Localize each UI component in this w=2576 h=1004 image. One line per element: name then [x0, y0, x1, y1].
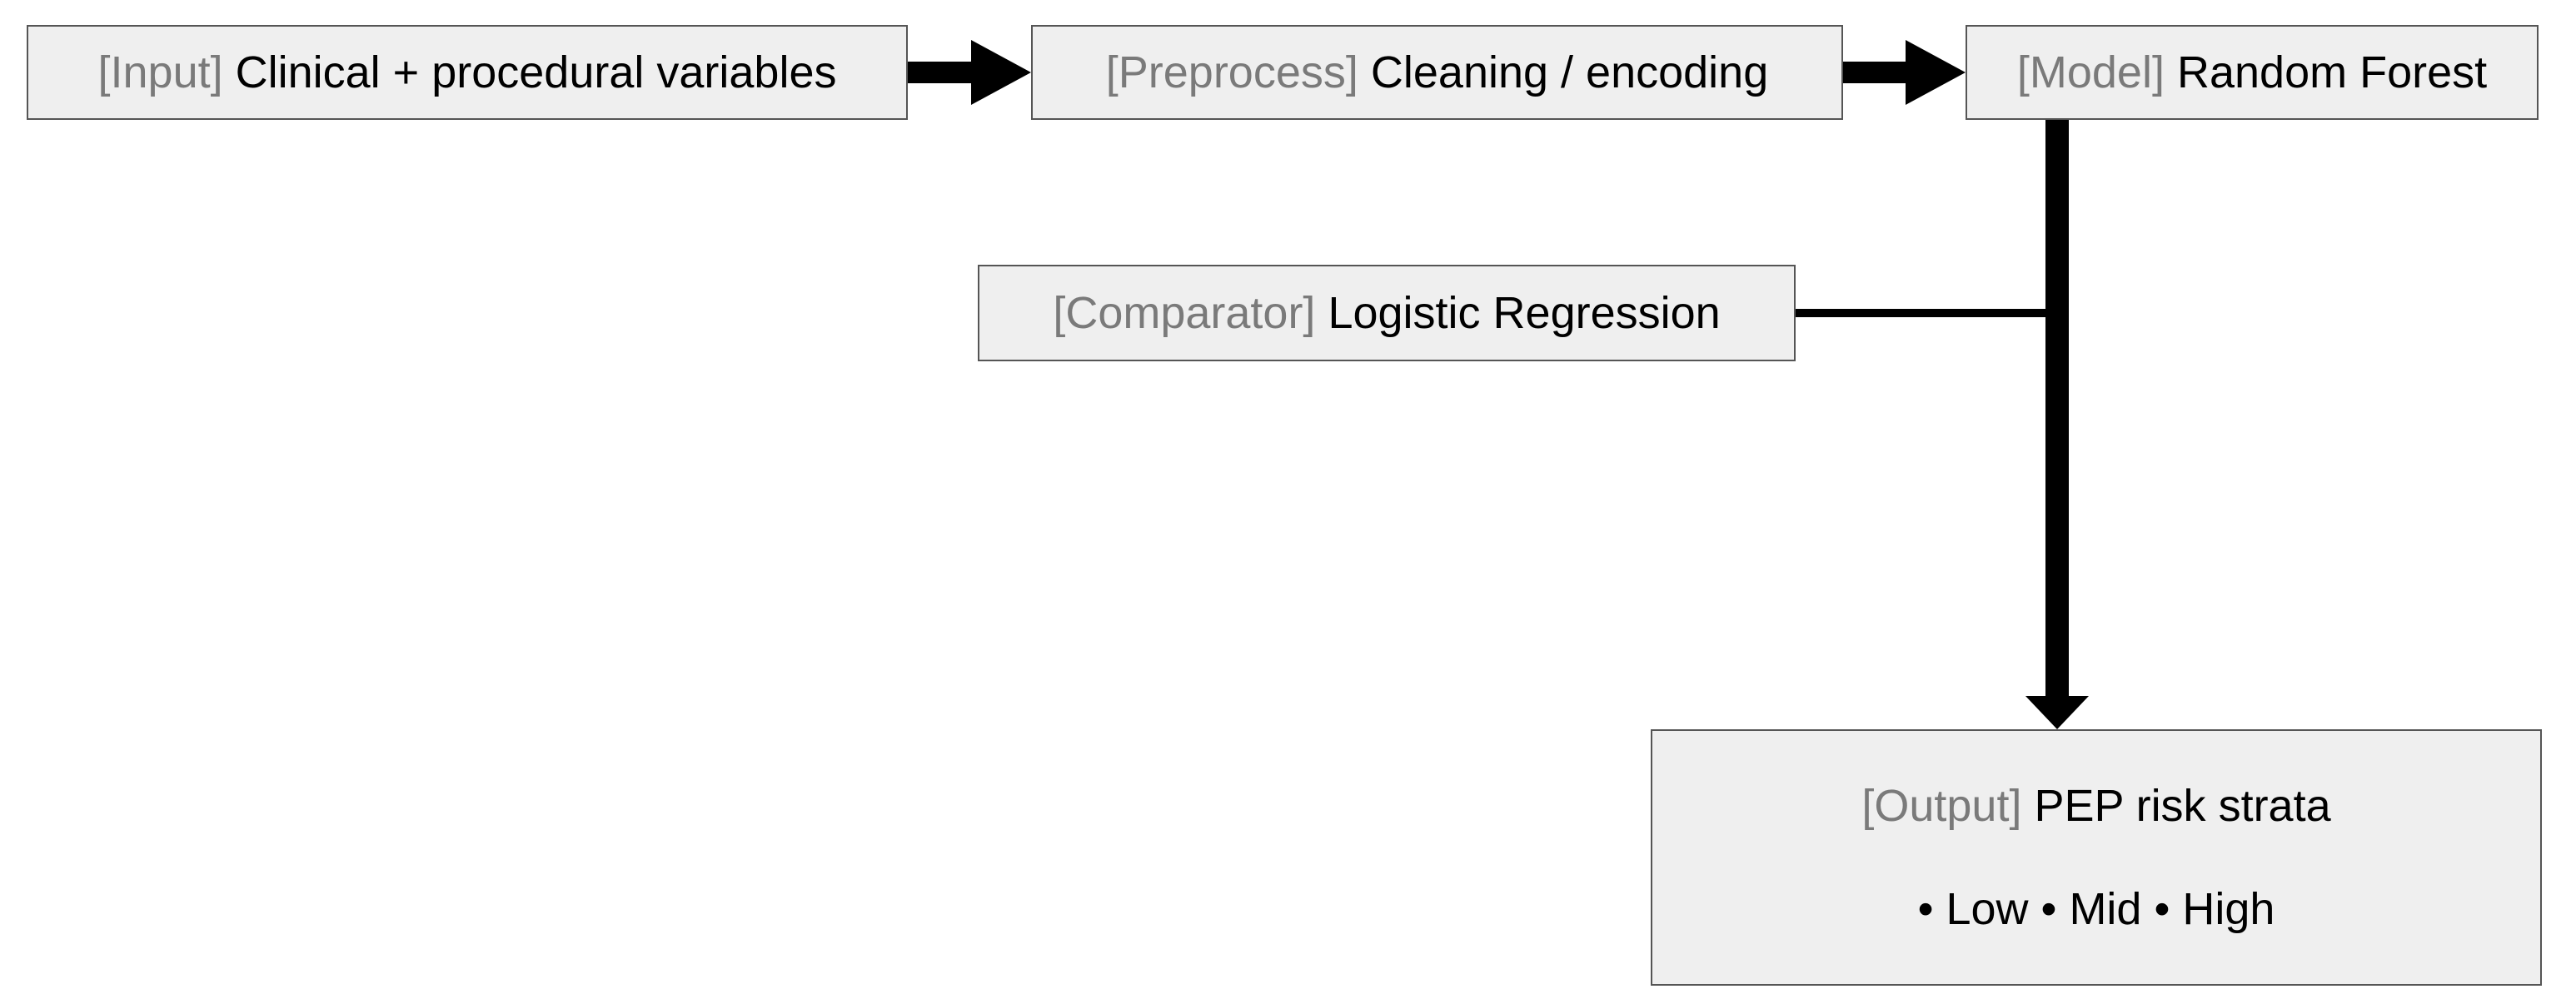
output-node-title: [Output] PEP risk strata — [1861, 780, 2330, 832]
output-node-label: PEP risk strata — [2034, 781, 2331, 831]
model-node-tag: [Model] — [2016, 47, 2165, 97]
comparator-node-tag: [Comparator] — [1053, 288, 1316, 338]
output-node: [Output] PEP risk strata • Low • Mid • H… — [1651, 729, 2542, 986]
comparator-node-label: Logistic Regression — [1328, 288, 1721, 338]
output-node-tag: [Output] — [1861, 781, 2022, 831]
input-node: [Input] Clinical + procedural variables — [27, 25, 908, 120]
preprocess-node: [Preprocess] Cleaning / encoding — [1031, 25, 1843, 120]
comparator-node: [Comparator] Logistic Regression — [978, 265, 1796, 361]
model-node: [Model] Random Forest — [1966, 25, 2539, 120]
arrow-model-to-output — [2025, 120, 2089, 729]
input-node-label: Clinical + procedural variables — [235, 47, 837, 97]
model-node-label: Random Forest — [2176, 47, 2488, 97]
arrow-preprocess-to-model — [1843, 40, 1966, 105]
preprocess-node-label: Cleaning / encoding — [1370, 47, 1769, 97]
input-node-tag: [Input] — [97, 47, 223, 97]
preprocess-node-tag: [Preprocess] — [1105, 47, 1358, 97]
output-node-strata: • Low • Mid • High — [1917, 884, 2275, 934]
arrow-input-to-preprocess — [908, 40, 1031, 105]
comparator-connector-line — [1796, 309, 2045, 317]
